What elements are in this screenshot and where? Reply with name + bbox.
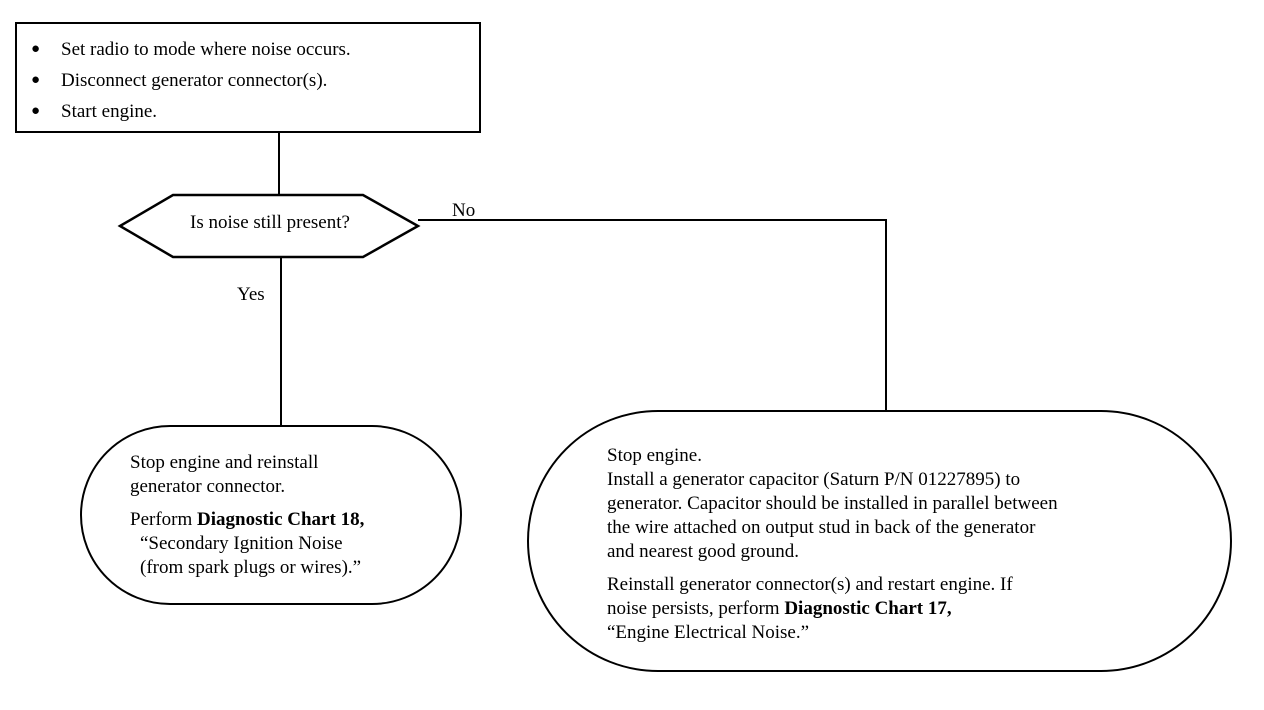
yes-terminal: Stop engine and reinstall generator conn… — [80, 425, 462, 605]
perform-prefix: Perform — [130, 509, 198, 530]
no-perform-line: noise persists, perform Diagnostic Chart… — [607, 597, 1200, 621]
yes-text-line: Stop engine and reinstall — [130, 452, 319, 473]
step-disconnect-connector: Disconnect generator connector(s). — [31, 65, 467, 96]
no-terminal: Stop engine. Install a generator capacit… — [527, 410, 1232, 672]
perform-prefix: noise persists, perform — [607, 598, 785, 619]
chart-18-reference: Diagnostic Chart 18, — [197, 509, 365, 530]
no-text-line: generator. Capacitor should be installed… — [607, 493, 1058, 514]
yes-text-line: (from spark plugs or wires).” — [140, 557, 362, 578]
step-start-engine: Start engine. — [31, 96, 467, 127]
chart-17-reference: Diagnostic Chart 17, — [784, 598, 952, 619]
no-text-line: Reinstall generator connector(s) and res… — [607, 574, 1013, 595]
yes-text-line: “Secondary Ignition Noise — [140, 533, 343, 554]
decision-question: Is noise still present? — [190, 212, 350, 233]
no-text-line: Stop engine. — [607, 445, 702, 466]
no-text-line: “Engine Electrical Noise.” — [607, 622, 810, 643]
no-text-line: the wire attached on output stud in back… — [607, 517, 1036, 538]
start-steps-list: Set radio to mode where noise occurs. Di… — [31, 34, 467, 127]
step-set-radio: Set radio to mode where noise occurs. — [31, 34, 467, 65]
decision-diamond — [117, 193, 421, 259]
connector-no — [418, 219, 887, 411]
yes-branch-label: Yes — [237, 284, 265, 305]
start-process-box: Set radio to mode where noise occurs. Di… — [15, 22, 481, 133]
no-text-line: Install a generator capacitor (Saturn P/… — [607, 469, 1021, 490]
yes-perform-line: Perform Diagnostic Chart 18, — [130, 508, 440, 532]
no-text-line: and nearest good ground. — [607, 541, 800, 562]
yes-text-line: generator connector. — [130, 476, 286, 497]
no-branch-label: No — [452, 200, 476, 221]
